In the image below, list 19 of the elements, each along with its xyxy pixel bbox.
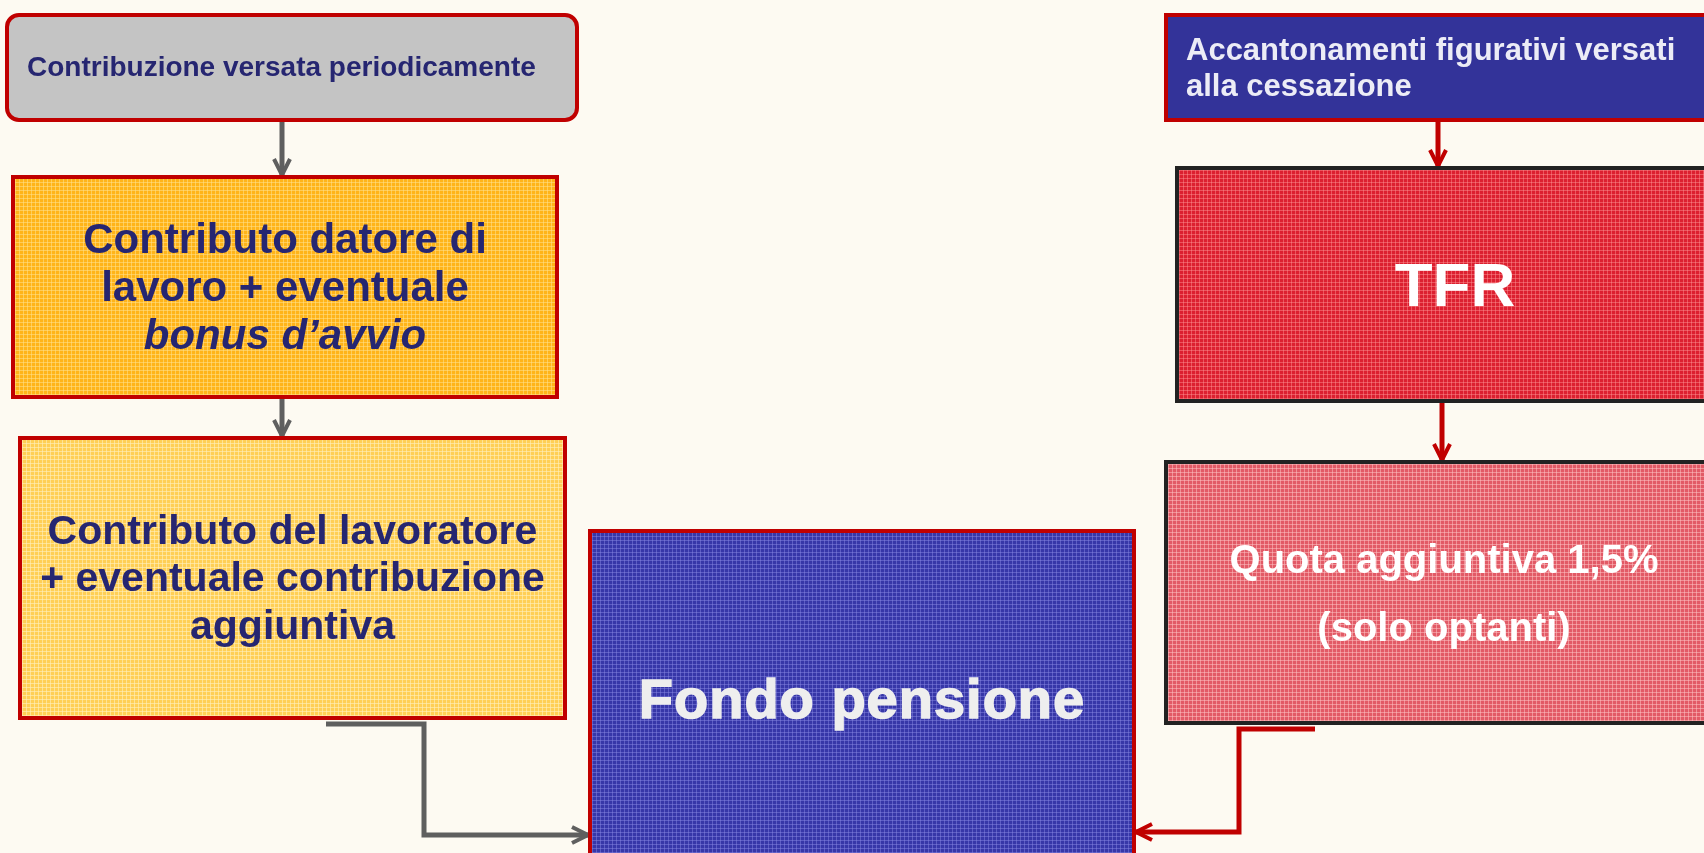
box-label: Contribuzione versata periodicamente xyxy=(27,51,536,84)
box-label: Contributo datore di lavoro + eventuale bonus d’avvio xyxy=(82,214,488,360)
arrow xyxy=(272,399,292,438)
arrow xyxy=(1432,403,1452,462)
box-label: TFR xyxy=(1394,248,1516,321)
process-box xyxy=(18,436,567,720)
fund-box xyxy=(588,529,1136,853)
box-label: Contributo del lavoratore + eventuale contribuzione aggiuntiva xyxy=(39,507,546,649)
arrow xyxy=(1428,122,1448,168)
box-label: Fondo pensione xyxy=(638,666,1086,732)
box-label: Quota aggiuntiva 1,5% (solo optanti) xyxy=(1228,535,1660,651)
arrow xyxy=(326,721,590,845)
note-box xyxy=(5,13,579,122)
arrow xyxy=(272,122,292,177)
process-box xyxy=(11,175,559,399)
note-box xyxy=(1164,13,1704,122)
process-box xyxy=(1164,460,1704,725)
process-box xyxy=(1175,166,1704,403)
box-label: Accantonamenti figurativi versati alla cessazione xyxy=(1186,31,1677,104)
